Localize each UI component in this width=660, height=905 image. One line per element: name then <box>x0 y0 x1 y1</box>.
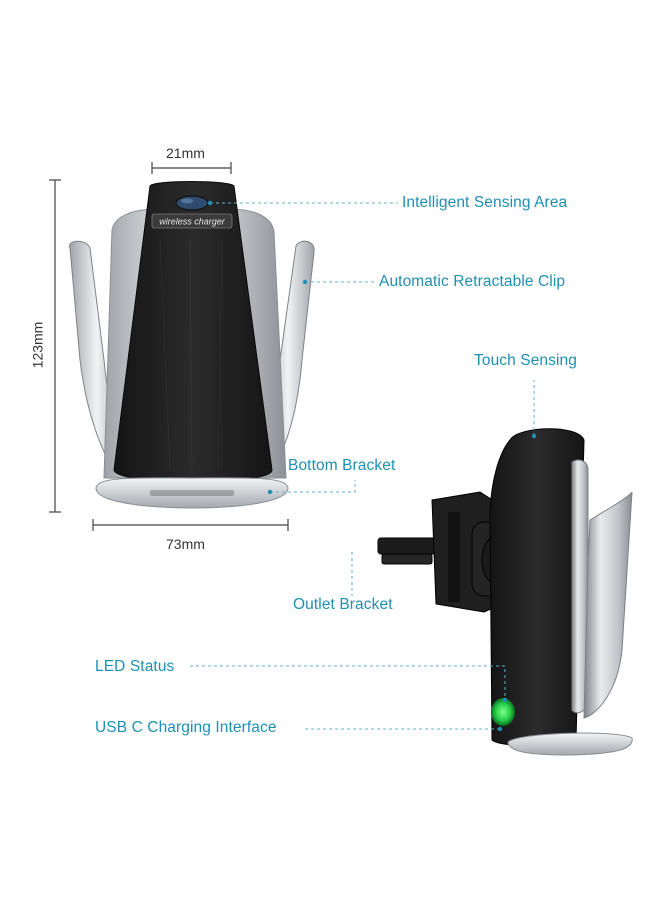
dimension-bottom-width: 73mm <box>166 536 205 552</box>
dimension-top-width: 21mm <box>166 145 205 161</box>
leader-dots <box>207 200 537 732</box>
dimension-lines <box>49 162 289 531</box>
emblem-text: wireless charger <box>159 217 226 227</box>
vent-clip-arm <box>377 537 439 555</box>
led-indicator <box>491 698 515 726</box>
leader-lines <box>190 202 535 730</box>
side-bottom-bracket <box>507 732 633 756</box>
callout-usb-c-charging-interface: USB C Charging Interface <box>95 719 277 736</box>
callout-outlet-bracket: Outlet Bracket <box>293 596 393 613</box>
sensing-button <box>175 195 209 211</box>
callout-automatic-retractable-clip: Automatic Retractable Clip <box>379 273 566 290</box>
callout-intelligent-sensing-area: Intelligent Sensing Area <box>402 194 568 211</box>
side-view-charger <box>377 428 633 756</box>
callout-bottom-bracket: Bottom Bracket <box>288 457 396 474</box>
bottom-bracket <box>95 477 289 509</box>
dimension-height: 123mm <box>29 321 46 369</box>
callout-touch-sensing: Touch Sensing <box>474 352 577 369</box>
callout-led-status: LED Status <box>95 658 175 675</box>
front-view-charger: wireless charger <box>69 181 315 509</box>
